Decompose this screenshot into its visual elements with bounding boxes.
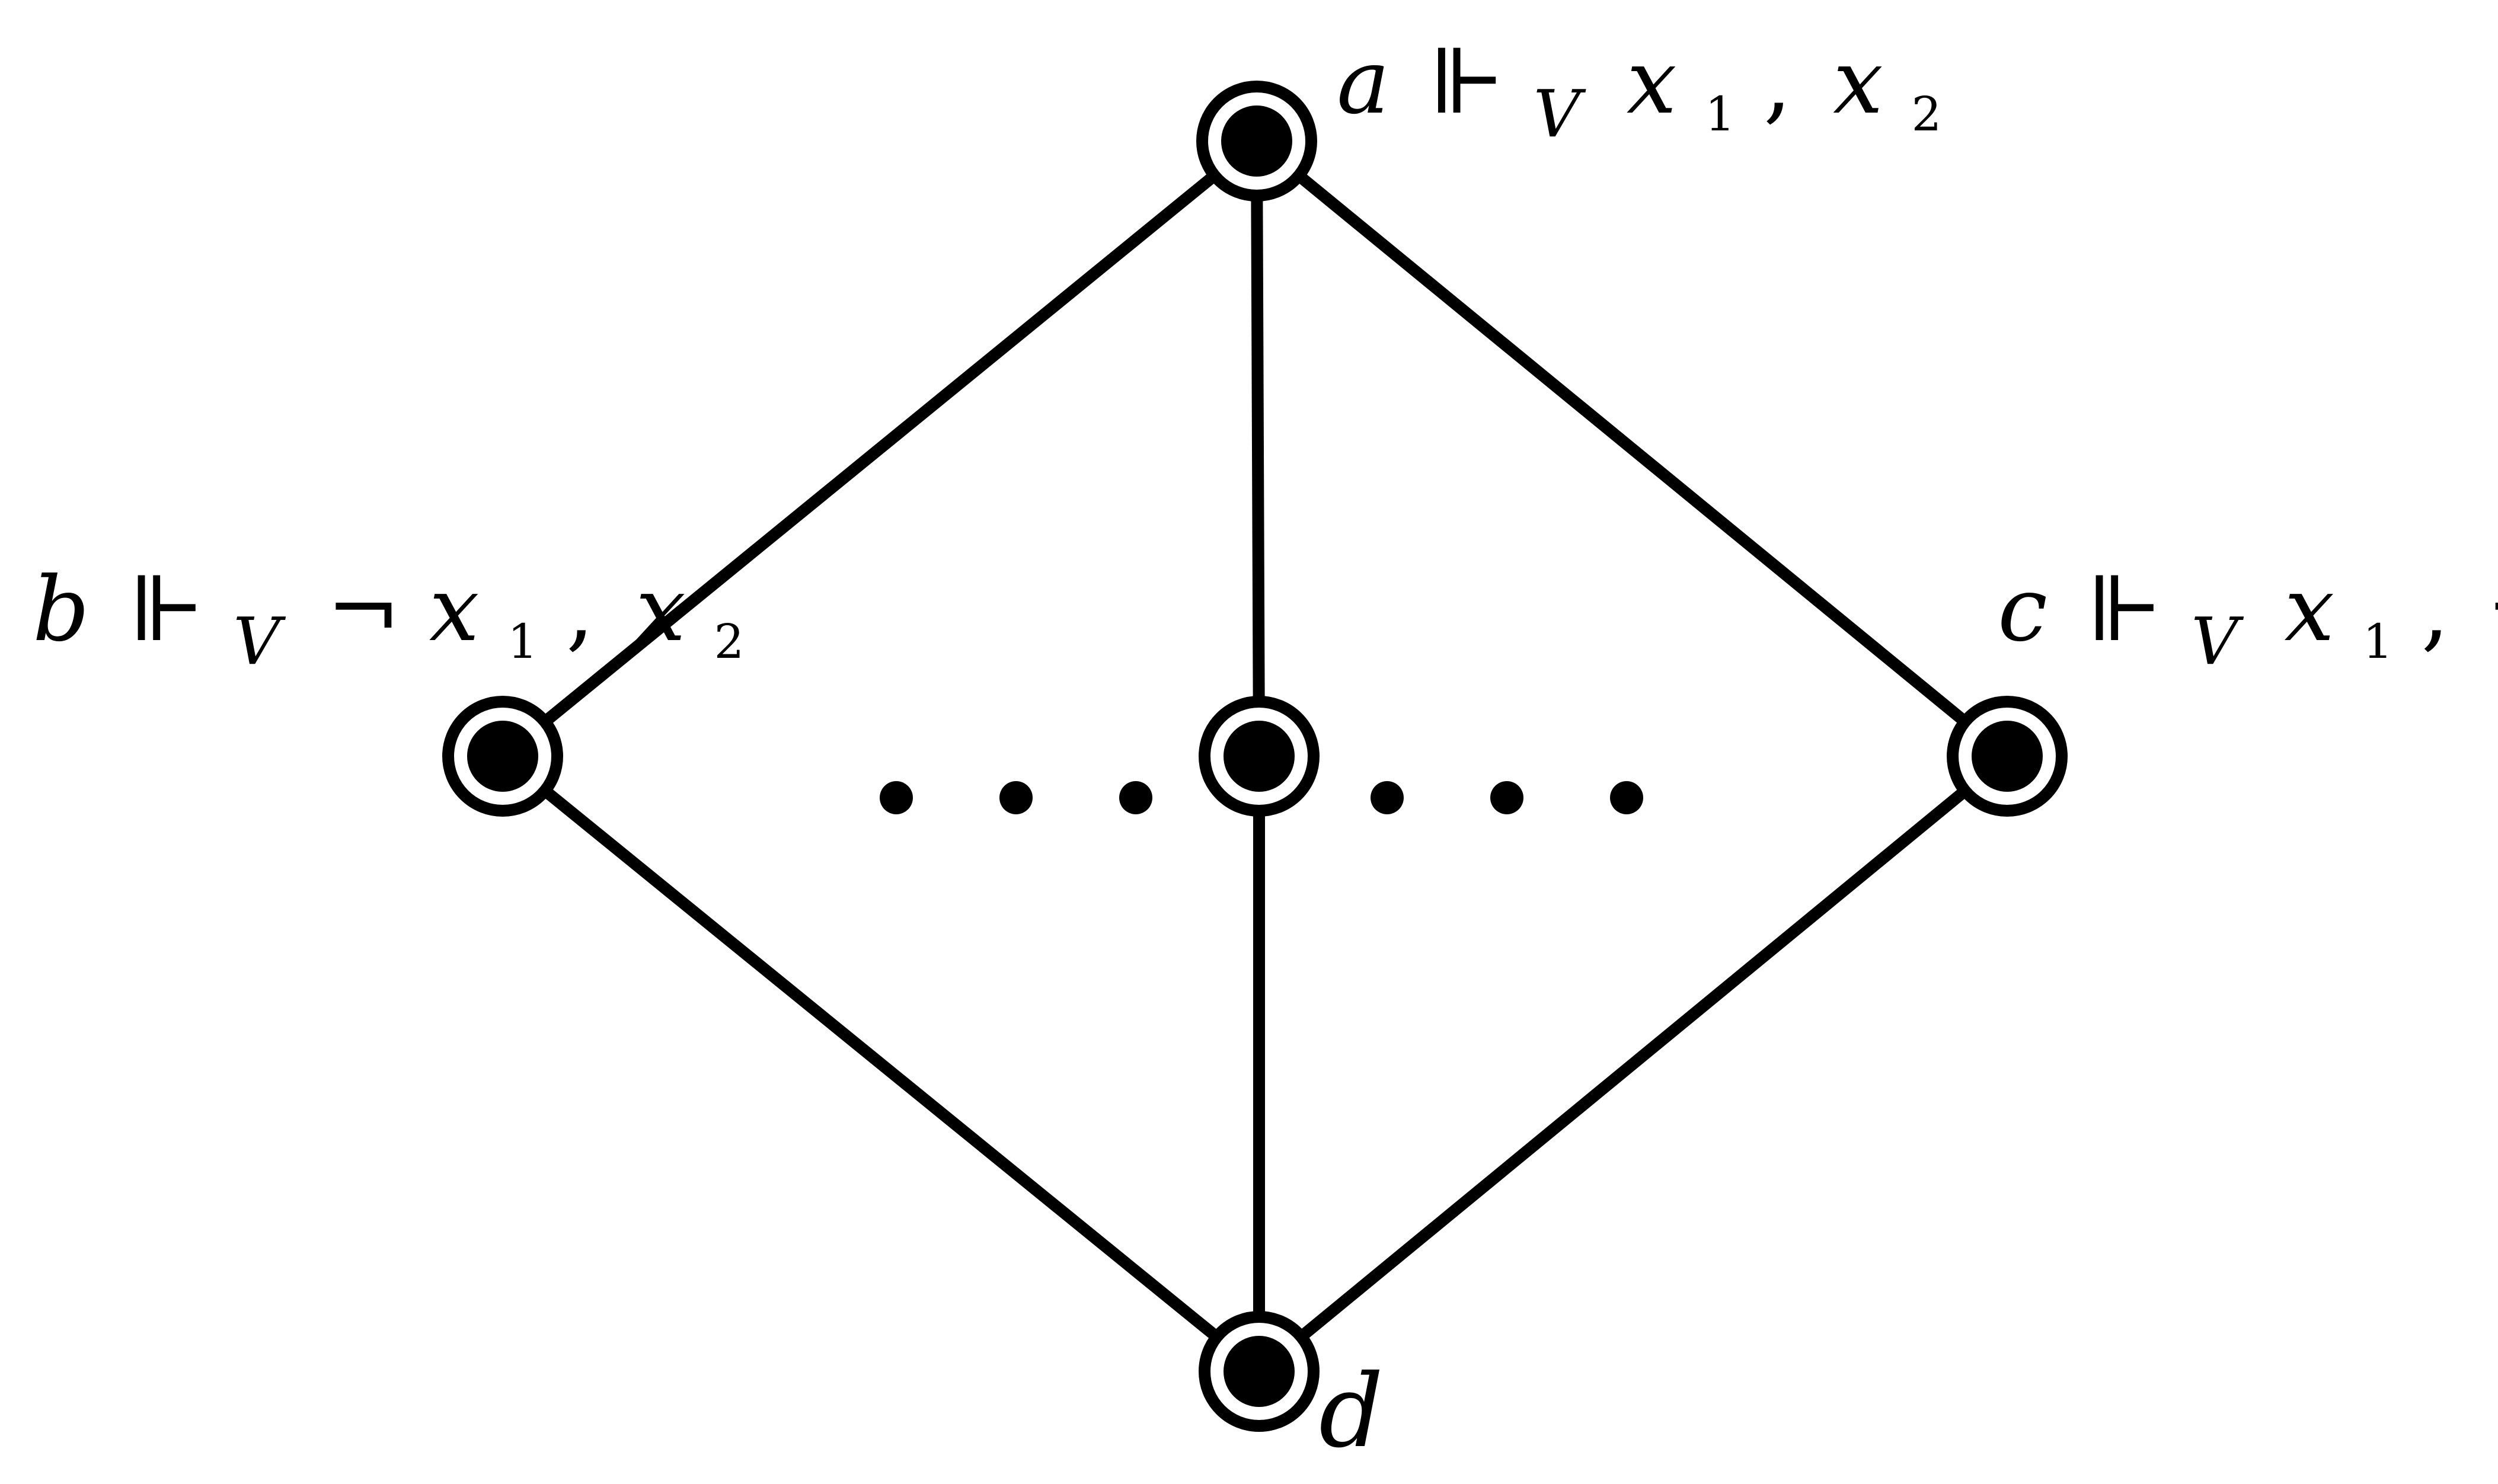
world-c: c: [1998, 558, 2047, 661]
forces-symbol-c: ⊩: [2087, 558, 2163, 661]
index-1-b: 1: [507, 614, 538, 669]
node-b: [442, 696, 563, 817]
edge-b-d: [499, 751, 1263, 1376]
ellipsis-dot-4: [1371, 781, 1404, 814]
ellipsis-dot-5: [1490, 781, 1523, 814]
separator-b: ,: [566, 558, 595, 661]
node-m: [1199, 696, 1320, 817]
edge-a-c: [1253, 136, 2011, 761]
negation-1-b: ¬: [327, 558, 401, 661]
world-b: b: [33, 558, 90, 661]
forces-symbol-b: ⊩: [129, 558, 205, 661]
edge-a-b: [499, 136, 1261, 761]
literal-1-c: x: [2285, 558, 2335, 661]
node-core-b: [467, 721, 538, 792]
node-core-a: [1221, 105, 1292, 177]
literal-1-b: x: [429, 558, 480, 661]
ellipsis-dot-6: [1610, 781, 1643, 814]
node-core-m: [1224, 721, 1295, 792]
nodes: [442, 81, 2068, 1432]
node-a: [1196, 81, 1317, 202]
node-core-d: [1224, 1336, 1295, 1407]
node-d: [1199, 1311, 1320, 1432]
label-b: b ⊩ V ¬ x 1 , x 2: [33, 558, 744, 685]
forces-subscript-c: V: [2191, 603, 2244, 679]
index-1-c: 1: [2363, 614, 2393, 669]
separator-c: ,: [2421, 558, 2449, 661]
index-2-a: 2: [1912, 87, 1942, 142]
node-c: [1947, 696, 2068, 817]
separator-a: ,: [1764, 31, 1792, 134]
edge-a-m: [1251, 140, 1265, 757]
literal-2-a: x: [1833, 31, 1883, 134]
world-a: a: [1337, 31, 1389, 134]
ellipsis-dot-1: [880, 781, 913, 814]
node-core-c: [1972, 721, 2043, 792]
label-c: c ⊩ V x 1 , ¬ x 2: [1998, 558, 2498, 685]
forces-symbol-a: ⊩: [1429, 31, 1505, 134]
ellipsis-dot-3: [1119, 781, 1152, 814]
edge-c-d: [1255, 751, 2011, 1376]
forces-subscript-a: V: [1534, 76, 1586, 152]
label-a: a ⊩ V x 1 , x 2: [1337, 31, 1941, 158]
literal-1-a: x: [1627, 31, 1677, 134]
negation-2-c: ¬: [2486, 558, 2498, 661]
index-1-a: 1: [1705, 87, 1735, 142]
edges: [499, 136, 2011, 1376]
label-d: d: [1319, 1353, 1384, 1470]
forces-subscript-b: V: [233, 603, 286, 679]
index-2-b: 2: [714, 614, 744, 669]
ellipsis-dot-2: [999, 781, 1033, 814]
ellipsis-dots: [880, 781, 1643, 814]
literal-2-b: x: [635, 558, 686, 661]
world-d: d: [1319, 1353, 1384, 1470]
